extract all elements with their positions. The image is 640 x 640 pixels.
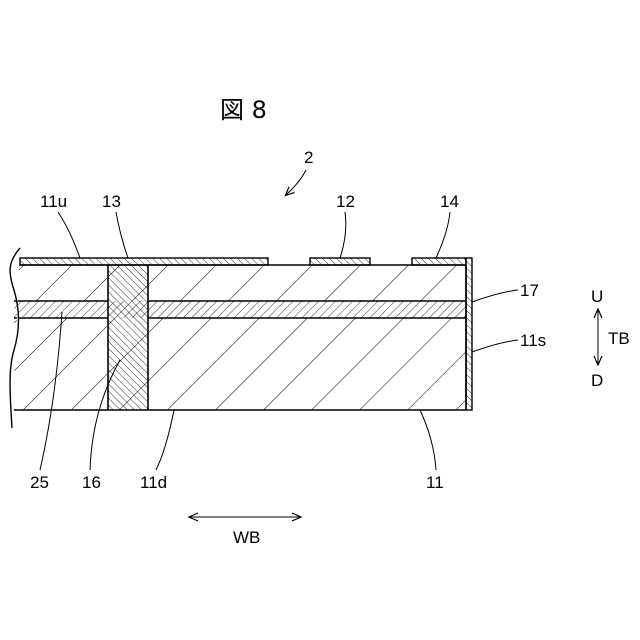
label-11s: 11s bbox=[520, 331, 546, 350]
leader-11d bbox=[156, 410, 174, 470]
via-16 bbox=[108, 265, 148, 410]
orientation-width-label: WB bbox=[233, 528, 260, 547]
figure-title: 図 8 bbox=[220, 96, 267, 124]
pad-12 bbox=[310, 258, 370, 265]
label-13: 13 bbox=[102, 192, 121, 211]
label-17: 17 bbox=[520, 281, 539, 300]
leader-11u bbox=[58, 212, 80, 258]
leader-11 bbox=[420, 410, 436, 470]
substrate-lower-layer bbox=[14, 318, 466, 410]
substrate-upper-layer bbox=[14, 265, 466, 301]
pad-14 bbox=[412, 258, 466, 265]
leader-12 bbox=[340, 212, 346, 258]
side-wall-layer bbox=[466, 258, 472, 410]
orientation-thickness-label: TB bbox=[608, 329, 630, 348]
label-14: 14 bbox=[440, 192, 459, 211]
internal-layer-25 bbox=[14, 301, 466, 318]
label-12: 12 bbox=[336, 192, 355, 211]
label-11: 11 bbox=[426, 473, 444, 492]
leader-11s bbox=[472, 340, 518, 352]
leader-14 bbox=[436, 212, 450, 258]
leader-13 bbox=[116, 212, 128, 258]
label-25: 25 bbox=[30, 473, 49, 492]
label-11d: 11d bbox=[140, 473, 167, 492]
ref-label-2: 2 bbox=[304, 148, 313, 167]
orientation-up-label: U bbox=[591, 287, 603, 306]
ref-arrow-2 bbox=[286, 170, 306, 195]
orientation-down-label: D bbox=[591, 371, 603, 390]
leader-17 bbox=[472, 290, 518, 302]
top-film-11u bbox=[20, 258, 268, 265]
label-11u: 11u bbox=[40, 192, 67, 211]
label-16: 16 bbox=[82, 473, 101, 492]
